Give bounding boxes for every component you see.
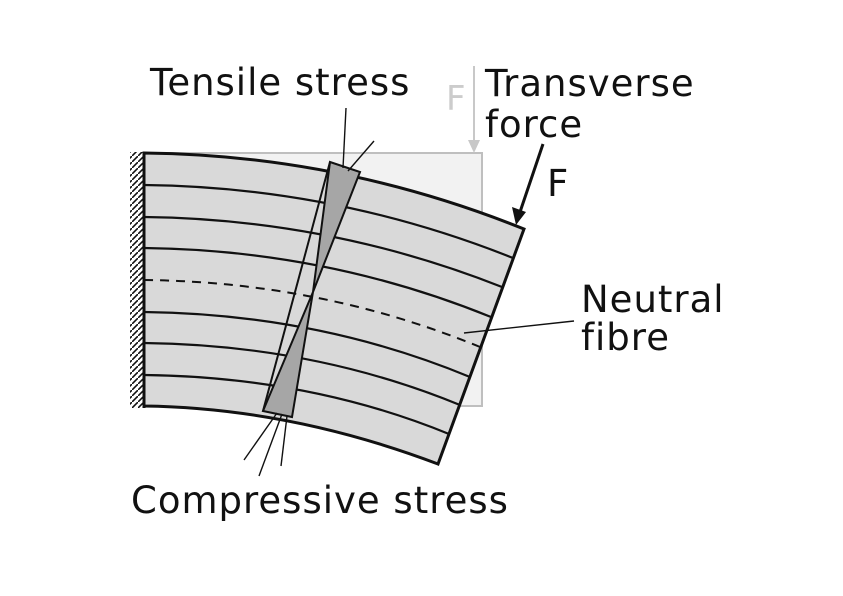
transverse-force-arrowhead [512, 207, 526, 225]
neutral-fibre-label-line2: fibre [581, 316, 670, 359]
tensile-leader-2 [347, 140, 375, 172]
compressive-stress-wedge [261, 291, 314, 419]
compressive-leader-2 [258, 413, 283, 477]
tensile-stress-label: Tensile stress [149, 61, 410, 104]
tensile-leader-1 [342, 107, 347, 169]
transverse-force-label-line2: force [485, 103, 583, 146]
deformed-beam [142, 151, 526, 466]
original-force-symbol: F [446, 79, 466, 119]
fibre-line [143, 310, 471, 379]
original-force-arrowhead [468, 140, 480, 153]
fibre-line [143, 373, 450, 436]
fibre-line [143, 341, 461, 407]
compressive-leader-3 [280, 415, 288, 467]
leader-lines [243, 107, 575, 477]
compressive-stress-label: Compressive stress [131, 479, 509, 522]
fixed-support-wall [130, 152, 144, 408]
neutral-fibre-label-line1: Neutral [581, 278, 725, 321]
tensile-stress-wedge [312, 160, 362, 293]
neutral-fibre-leader [463, 320, 575, 334]
transverse-force-label-line1: Transverse [484, 62, 695, 105]
force-symbol: F [547, 162, 569, 205]
transverse-force-arrow [518, 143, 545, 213]
compressive-leader-1 [243, 412, 278, 461]
stress-section-line [262, 161, 331, 412]
